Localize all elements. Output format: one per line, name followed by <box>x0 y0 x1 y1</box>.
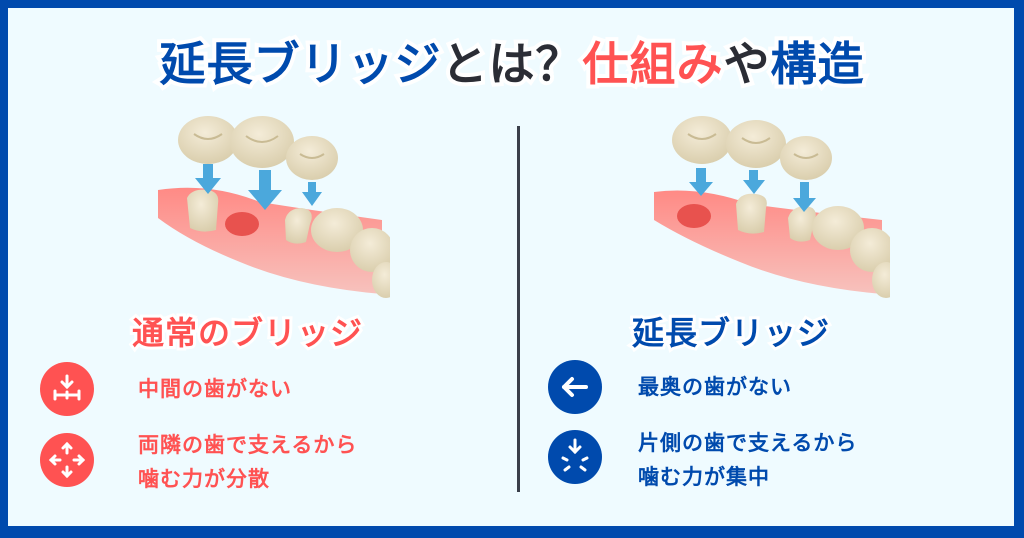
title-part-structure: 構造 <box>767 33 868 95</box>
point-supported-one-side: 片側の歯で支えるから 噛む力が集中 <box>638 431 858 489</box>
title-part-what-is: とは？ <box>438 33 586 95</box>
page-title: 延長ブリッジとは？仕組みや構造 <box>0 28 1024 95</box>
title-part-extension-bridge: 延長ブリッジ <box>156 33 445 95</box>
spread-arrows-icon <box>40 433 94 487</box>
conventional-bridge-illustration <box>150 112 390 302</box>
point-supported-both-sides: 両隣の歯で支えるから 噛む力が分散 <box>138 433 358 491</box>
middle-gap-icon <box>40 362 94 416</box>
arrow-left-icon <box>548 360 602 414</box>
heading-conventional-bridge: 通常のブリッジ <box>129 311 365 355</box>
title-part-and: や <box>720 33 774 95</box>
point-rearmost-tooth-missing: 最奥の歯がない <box>638 375 792 399</box>
cantilever-bridge-illustration <box>650 112 890 302</box>
title-part-mechanism: 仕組み <box>579 33 727 95</box>
converge-arrow-icon <box>548 430 602 484</box>
heading-cantilever-bridge: 延長ブリッジ <box>629 311 832 355</box>
center-divider <box>517 126 520 492</box>
point-middle-tooth-missing: 中間の歯がない <box>138 377 292 401</box>
